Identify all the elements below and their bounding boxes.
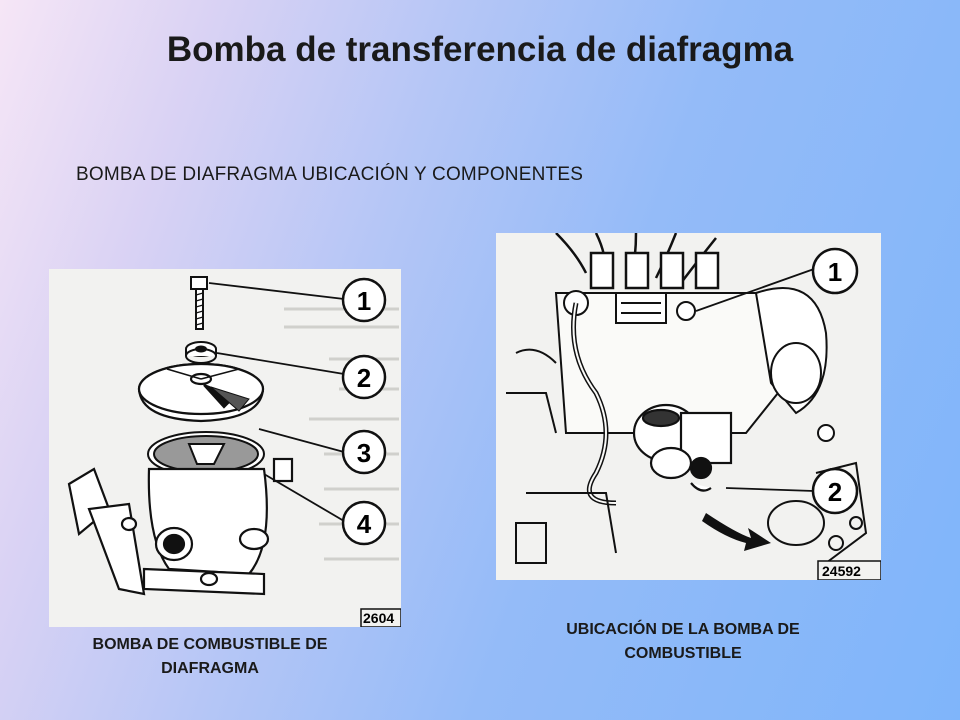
slide-subtitle: BOMBA DE DIAFRAGMA UBICACIÓN Y COMPONENT… <box>76 164 584 185</box>
callout-4: 4 <box>357 509 372 539</box>
callout-1: 1 <box>828 257 842 287</box>
slide-title: Bomba de transferencia de diafragma <box>166 30 794 69</box>
callout-3: 3 <box>357 438 371 468</box>
left-caption-line-1: BOMBA DE COMBUSTIBLE DE <box>92 636 328 653</box>
right-figure-caption: UBICACIÓN DE LA BOMBA DE COMBUSTIBLE <box>500 618 866 666</box>
left-figure-caption: BOMBA DE COMBUSTIBLE DE DIAFRAGMA <box>32 633 388 681</box>
callout-2: 2 <box>357 363 371 393</box>
left-caption-line-2: DIAFRAGMA <box>161 660 259 677</box>
callout-1: 1 <box>357 286 371 316</box>
figure-number-stamp: 24592 <box>822 563 861 579</box>
figure-number-stamp: 2604 <box>363 610 394 626</box>
diaphragm-pump-illustration: 1 2 3 4 2604 <box>49 269 401 627</box>
right-caption-line-1: UBICACIÓN DE LA BOMBA DE <box>566 621 800 638</box>
right-caption-line-2: COMBUSTIBLE <box>624 645 742 662</box>
pump-location-illustration: 1 2 24592 <box>496 233 881 580</box>
callout-2: 2 <box>828 477 842 507</box>
